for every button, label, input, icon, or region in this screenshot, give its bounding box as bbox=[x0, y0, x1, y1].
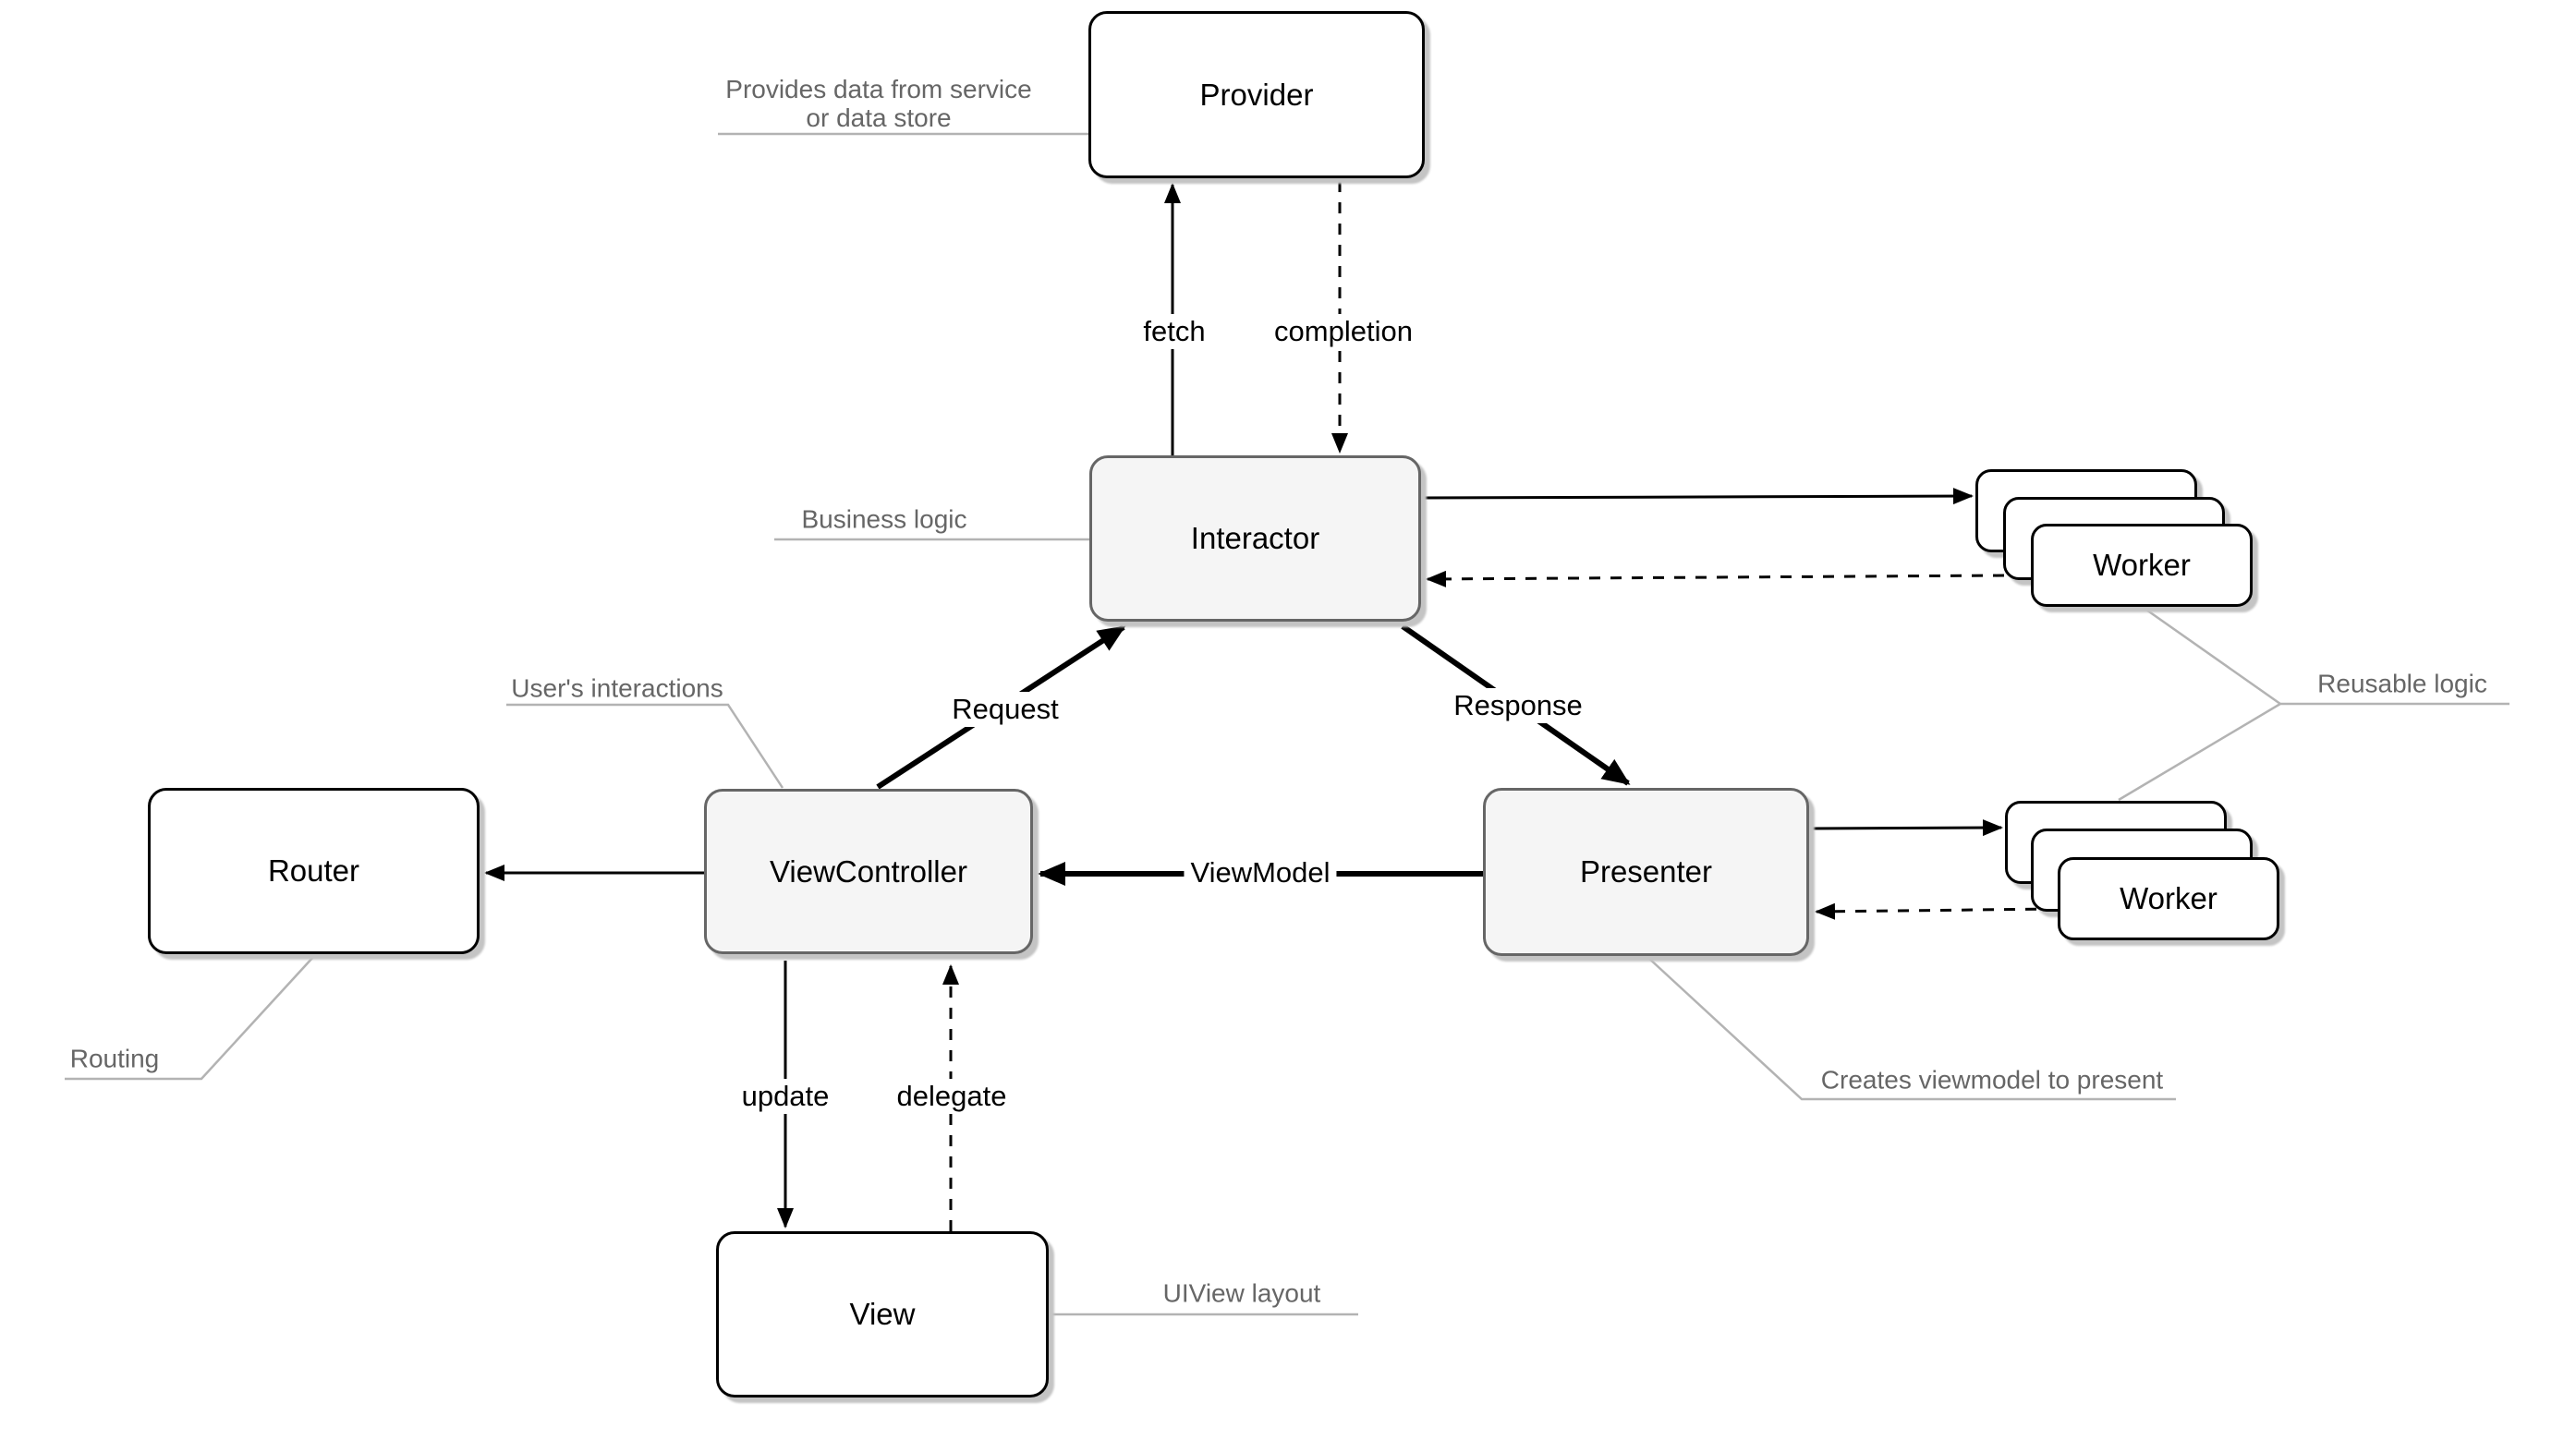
edge-worker-to-interactor bbox=[1426, 570, 2005, 587]
annotation-line-routing bbox=[65, 955, 315, 1081]
annotation-creates-viewmodel: Creates viewmodel to present bbox=[1820, 1065, 2164, 1095]
node-presenter: Presenter bbox=[1483, 788, 1809, 956]
worker-stack-bottom: Worker bbox=[2005, 801, 2338, 995]
node-router: Router bbox=[148, 788, 480, 954]
annotation-line-creates-viewmodel bbox=[1646, 956, 2176, 1101]
edge-label-update: update bbox=[735, 1079, 836, 1114]
annotation-line-reusable-logic bbox=[2118, 606, 2509, 802]
edge-label-fetch: fetch bbox=[1136, 314, 1212, 349]
worker-stack-bottom-front: Worker bbox=[2058, 857, 2279, 940]
annotation-uiview-layout: UIView layout bbox=[1162, 1278, 1321, 1308]
annotation-routing: Routing bbox=[69, 1044, 160, 1073]
node-view: View bbox=[716, 1231, 1049, 1398]
annotation-reusable-logic: Reusable logic bbox=[2317, 669, 2487, 698]
annotation-users-interactions: User's interactions bbox=[511, 673, 723, 703]
node-provider: Provider bbox=[1088, 11, 1425, 178]
edge-label-response: Response bbox=[1447, 688, 1589, 723]
worker-stack-top-front: Worker bbox=[2031, 524, 2253, 607]
edge-interactor-to-worker bbox=[1420, 488, 1974, 505]
annotation-provides: Provides data from service or data store bbox=[725, 75, 1031, 132]
edge-label-delegate: delegate bbox=[890, 1079, 1014, 1114]
edge-label-request: Request bbox=[945, 692, 1065, 727]
node-viewcontroller: ViewController bbox=[704, 789, 1033, 954]
edge-worker-to-presenter bbox=[1815, 902, 2059, 920]
node-interactor: Interactor bbox=[1089, 455, 1421, 622]
annotation-provides-line2: or data store bbox=[806, 103, 952, 132]
annotation-provides-line1: Provides data from service bbox=[725, 75, 1032, 103]
annotation-line-users-interactions bbox=[506, 703, 784, 789]
worker-stack-top: Worker bbox=[1975, 469, 2308, 663]
edge-presenter-to-worker bbox=[1808, 819, 2003, 837]
edge-label-viewmodel: ViewModel bbox=[1184, 855, 1337, 890]
edge-label-completion: completion bbox=[1268, 314, 1419, 349]
annotation-business-logic: Business logic bbox=[801, 504, 967, 534]
